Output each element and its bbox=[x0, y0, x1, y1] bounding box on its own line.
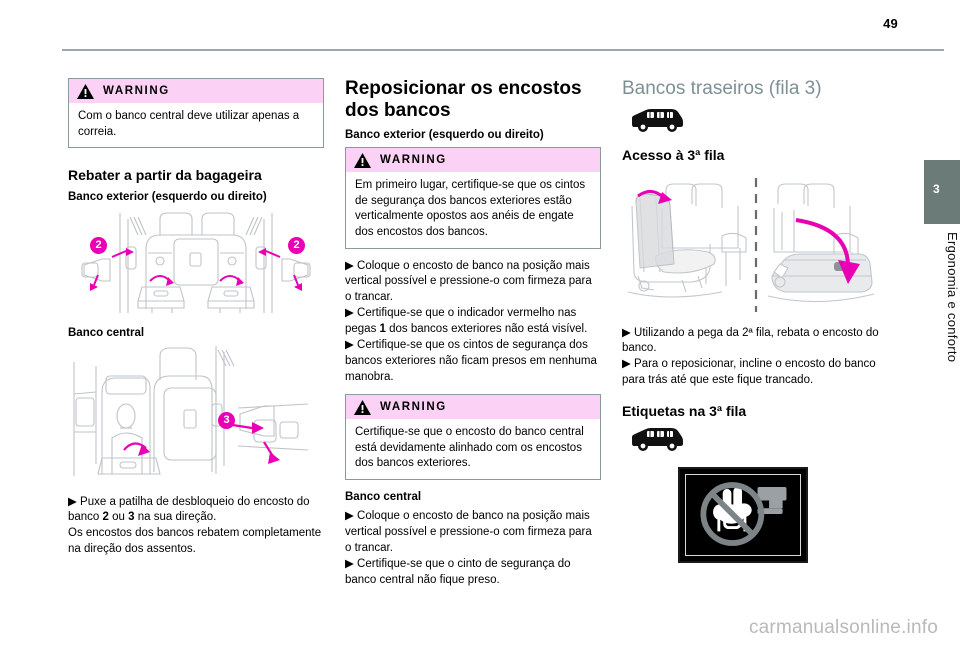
heading-reposicionar: Reposicionar os encostos dos bancos bbox=[345, 78, 582, 122]
heading-bancos-traseiros: Bancos traseiros (fila 3) bbox=[622, 78, 822, 99]
figure-callout-3: 3 bbox=[218, 411, 235, 429]
subheading-banco-central: Banco central bbox=[68, 327, 145, 340]
header-rule bbox=[62, 49, 944, 51]
warning-label: WARNING bbox=[380, 154, 447, 167]
para-mid-2-bold: 1 bbox=[379, 322, 386, 335]
paragraph-left-1: ▶ Puxe a patilha de desbloqueio do encos… bbox=[68, 495, 324, 527]
para-left-1-bold-a: 2 bbox=[102, 511, 109, 524]
warning-header: WARNING bbox=[346, 395, 600, 420]
warning-text: Em primeiro lugar, certifique-se que os … bbox=[355, 179, 586, 238]
heading-rebater: Rebater a partir da bagageira bbox=[68, 167, 262, 184]
paragraph-mid-1: ▶ Coloque o encosto de banco na posição … bbox=[345, 259, 592, 304]
warning-label: WARNING bbox=[380, 401, 447, 414]
para-left-1-bold-b: 3 bbox=[128, 511, 135, 524]
para-left-1-a: ▶ Puxe a patilha de desbloqueio do encos… bbox=[68, 495, 310, 524]
paragraph-left-2: Os encostos dos bancos rebatem completam… bbox=[68, 527, 322, 556]
watermark: carmanualsonline.info bbox=[748, 617, 938, 638]
paragraph-mid-2: ▶ Certifique-se que o indicador vermelho… bbox=[345, 306, 601, 338]
figure-centre-seat-from-boot: 3 bbox=[68, 345, 324, 481]
figure-third-row-access bbox=[622, 172, 890, 317]
warning-text: Certifique-se que o encosto do banco cen… bbox=[355, 426, 584, 470]
warning-box-mid-1: WARNING Em primeiro lugar, certifique-se… bbox=[345, 147, 601, 249]
chapter-number: 3 bbox=[933, 182, 940, 196]
column-right: Bancos traseiros (fila 3) Acesso à 3ª fi… bbox=[622, 78, 890, 563]
column-middle: Reposicionar os encostos dos bancos Banc… bbox=[345, 78, 601, 589]
para-mid-2-start: ▶ Certifique-se que o indicador vermelho… bbox=[345, 307, 577, 335]
warning-triangle-icon bbox=[77, 83, 94, 99]
warning-box-left-1: WARNING Com o banco central deve utiliza… bbox=[68, 78, 324, 149]
subheading-acesso-3a-fila: Acesso à 3ª fila bbox=[622, 146, 725, 163]
subheading-banco-exterior: Banco exterior (esquerdo ou direito) bbox=[68, 190, 267, 203]
para-left-1-mid: ou bbox=[108, 511, 129, 524]
paragraph-mid-5: ▶ Certifique-se que o cinto de segurança… bbox=[345, 557, 571, 586]
subheading-mid-banco-central: Banco central bbox=[345, 490, 422, 503]
warning-box-mid-2: WARNING Certifique-se que o encosto do b… bbox=[345, 394, 601, 480]
paragraph-mid-4: ▶ Coloque o encosto de banco na posição … bbox=[345, 510, 592, 555]
page-number: 49 bbox=[883, 16, 898, 31]
chapter-tab: 3 bbox=[924, 160, 960, 224]
warning-label: WARNING bbox=[103, 85, 170, 97]
van-icon bbox=[628, 426, 890, 457]
warning-triangle-icon bbox=[354, 152, 371, 168]
figure-callout-2-right: 2 bbox=[288, 237, 305, 255]
paragraph-right-1: ▶ Utilizando a pega da 2ª fila, rebata o… bbox=[622, 326, 879, 355]
warning-triangle-icon bbox=[354, 399, 371, 415]
warning-header: WARNING bbox=[69, 79, 323, 103]
warning-text: Com o banco central deve utilizar apenas… bbox=[78, 110, 300, 138]
no-hands-warning-label bbox=[678, 466, 808, 563]
paragraph-right-2: ▶ Para o reposicionar, incline o encosto… bbox=[622, 358, 876, 387]
figure-callout-2-left: 2 bbox=[90, 237, 107, 255]
warning-header: WARNING bbox=[346, 148, 600, 173]
figure-rear-seats-from-boot: 2 2 bbox=[68, 209, 324, 317]
van-icon bbox=[628, 107, 890, 138]
chapter-title: Ergonomia e conforto bbox=[945, 232, 960, 363]
para-mid-2-end: dos bancos exteriores não está visível. bbox=[385, 322, 588, 335]
para-left-1-end: na sua direção. bbox=[134, 511, 217, 524]
subheading-etiquetas: Etiquetas na 3ª fila bbox=[622, 403, 747, 420]
label-inner-frame bbox=[685, 473, 801, 556]
column-left: WARNING Com o banco central deve utiliza… bbox=[68, 78, 324, 558]
paragraph-mid-3: ▶ Certifique-se que os cintos de seguran… bbox=[345, 338, 597, 383]
subheading-mid-banco-exterior: Banco exterior (esquerdo ou direito) bbox=[345, 129, 544, 142]
